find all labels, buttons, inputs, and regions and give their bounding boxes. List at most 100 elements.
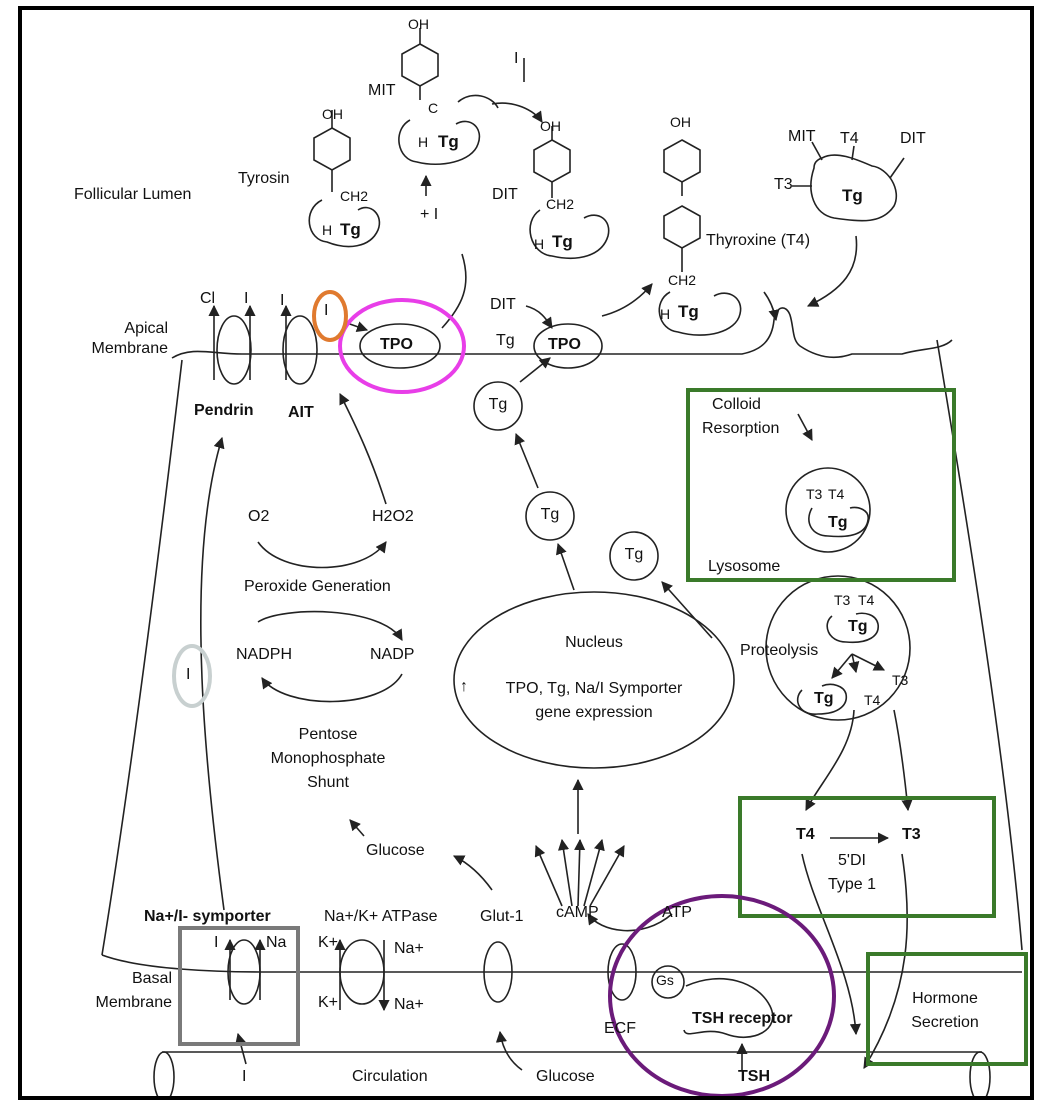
circulation-vessel — [162, 1051, 982, 1053]
circulation-label: Circulation — [352, 1068, 428, 1085]
atpase-na-in-label: Na+ — [394, 996, 424, 1013]
atpase-label: Na+/K+ ATPase — [324, 908, 438, 925]
gs-label: Gs — [656, 972, 674, 988]
basal-membrane-label-2: Membrane — [95, 994, 172, 1011]
tg-vesicle-3-label: Tg — [624, 546, 644, 563]
tpo-label-2: TPO — [548, 336, 581, 353]
mit-oh-label: OH — [408, 16, 429, 32]
arrow-prot-tg — [831, 653, 853, 679]
prot-t4-b-label: T4 — [864, 692, 881, 708]
tg-t3-t4-complex — [792, 141, 905, 222]
prot-t4-label: T4 — [858, 592, 875, 608]
tr-t3-label: T3 — [774, 176, 793, 193]
arrow-prot-t4 — [848, 653, 860, 674]
apical-membrane — [171, 307, 953, 359]
thyroxine-molecule — [658, 139, 742, 336]
highlight-deiodinase-green — [738, 796, 996, 918]
ecf-label: ECF — [604, 1020, 636, 1037]
circulation-tsh-label: TSH — [738, 1068, 770, 1085]
pentose-label-2: Monophosphate — [270, 750, 386, 767]
tg-vesicle-3 — [609, 531, 659, 581]
arrow-nadph-to-nadp — [257, 610, 403, 641]
sym-i-label: I — [214, 934, 219, 951]
arrow-o2-to-h2o2 — [257, 541, 387, 569]
arrow-nucleus-to-tg3 — [661, 581, 713, 639]
lys-tg-label: Tg — [828, 514, 848, 531]
glut1-label: Glut-1 — [480, 908, 524, 925]
arrow-iodide-up — [200, 436, 225, 911]
deiod-t3-label: T3 — [902, 826, 921, 843]
ait-transporter — [282, 315, 318, 385]
dit-oh-label: OH — [540, 118, 561, 134]
apical-membrane-label-2: Membrane — [91, 340, 168, 357]
dit-label: DIT — [492, 186, 518, 203]
arrow-dit-to-tpo — [525, 305, 553, 329]
thyroxine-h-label: H — [660, 306, 671, 322]
basal-membrane — [101, 954, 1022, 973]
peroxide-generation-label: Peroxide Generation — [244, 578, 391, 595]
prot-tg-b-label: Tg — [814, 690, 834, 707]
prot-t3-b-label: T3 — [892, 672, 909, 688]
deiodinase-name-2: Type 1 — [827, 876, 877, 893]
tpo-label-1: TPO — [380, 336, 413, 353]
proteolysis-tg-2 — [796, 683, 848, 715]
tyrosin-label: Tyrosin — [238, 170, 290, 187]
lys-t4-label: T4 — [828, 486, 845, 502]
tyrosin-tg-label: Tg — [340, 220, 361, 239]
arrow-glucose-to-shunt — [349, 819, 365, 837]
ait-label: AIT — [288, 404, 314, 421]
tr-mit-label: MIT — [788, 128, 816, 145]
nucleus-text-2: gene expression — [535, 704, 653, 721]
tg-vesicle-2 — [525, 491, 575, 541]
mit-h-label: H — [418, 134, 429, 150]
plus-i-label: + I — [420, 206, 439, 223]
nucleus-label: Nucleus — [565, 634, 623, 651]
circulation-glucose-label: Glucose — [536, 1068, 595, 1085]
iodide-top-label: I — [514, 50, 519, 67]
mit-label: MIT — [368, 82, 396, 99]
dit-h-label: H — [534, 236, 545, 252]
thyroxine-oh-label: OH — [670, 114, 691, 130]
nadp-label: NADP — [370, 646, 415, 663]
cell-left-wall — [101, 359, 183, 956]
atp-label: ATP — [662, 904, 692, 921]
i-ion-label-2: I — [280, 292, 285, 309]
tg-vesicle-1 — [473, 381, 523, 431]
tg-vesicle-2-label: Tg — [540, 506, 560, 523]
tyrosin-molecule — [308, 110, 381, 248]
mit-molecule — [398, 28, 499, 166]
thyroid-hormone-synthesis-diagram: Follicular Lumen Tyrosin OH CH2 H Tg MIT… — [18, 6, 1034, 1100]
colloid-label-2: Resorption — [702, 420, 780, 437]
deiod-t4-label: T4 — [796, 826, 815, 843]
arrow-t3-secretion — [863, 853, 909, 1069]
pentose-label-1: Pentose — [298, 726, 358, 743]
tpo-enzyme-2 — [533, 323, 603, 369]
arrow-camp-up-2 — [557, 838, 573, 907]
pentose-label-3: Shunt — [307, 774, 349, 791]
lys-t3-label: T3 — [806, 486, 823, 502]
cell-right-wall — [936, 339, 1023, 951]
prot-t3-label: T3 — [834, 592, 851, 608]
proteolysis-vesicle — [765, 575, 911, 721]
arrow-circ-glucose — [495, 1030, 523, 1071]
tg-apical-label: Tg — [496, 332, 515, 349]
arrow-t4-secretion — [801, 853, 861, 1036]
vessel-end-left — [153, 1051, 175, 1096]
hormone-label-1: Hormone — [912, 990, 978, 1007]
lysosome-vesicle — [785, 467, 871, 553]
highlight-colloid-green — [686, 388, 956, 582]
nadph-label: NADPH — [236, 646, 293, 663]
arrow-tg2-to-tg1 — [514, 432, 539, 489]
tr-t4-label: T4 — [840, 130, 859, 147]
tyrosin-ch2-label: CH2 — [340, 188, 369, 204]
arrow-tpo-up-1 — [441, 253, 467, 329]
arrow-h2o2-to-ait — [339, 392, 387, 505]
arrow-nadp-to-nadph — [261, 673, 403, 703]
mit-ch-label: C — [428, 100, 439, 116]
arrow-prot-to-t3 — [893, 709, 913, 812]
highlight-tsh-purple — [608, 894, 836, 1096]
circulation-i-label: I — [242, 1068, 247, 1085]
gs-protein — [651, 965, 685, 999]
highlight-iodide-orange — [312, 290, 348, 342]
proteolysis-label: Proteolysis — [740, 642, 819, 659]
